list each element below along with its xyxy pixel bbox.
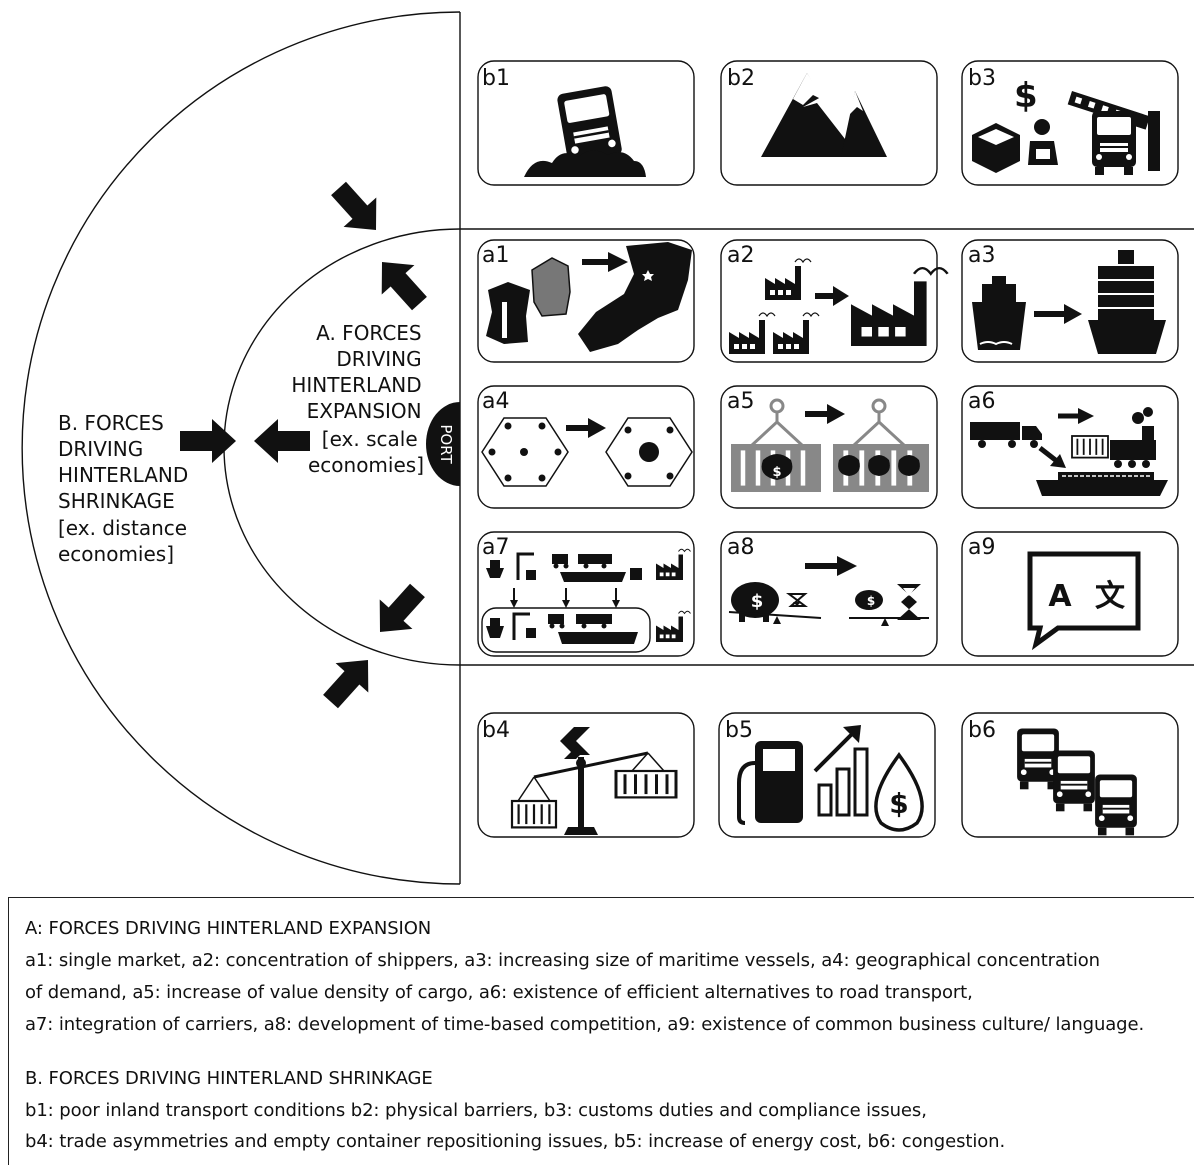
legend-a-title: A: FORCES DRIVING HINTERLAND EXPANSION — [25, 918, 432, 939]
arrow-a-outward-middle — [254, 419, 310, 463]
card-label: a3 — [968, 243, 995, 268]
single-market-map-icon — [486, 242, 692, 352]
cjk-glyph: 文 — [1095, 579, 1125, 614]
card-label: a2 — [727, 243, 754, 268]
legend-a-line: of demand, a5: increase of value density… — [25, 982, 973, 1003]
card-label: a6 — [968, 389, 995, 414]
arrow-b-inward-top — [322, 173, 393, 245]
card-label: b2 — [727, 66, 755, 91]
force-b-line: DRIVING — [58, 437, 143, 461]
card-a5: a5 $ — [720, 385, 938, 509]
transport-chain-bottom — [486, 612, 638, 644]
demand-concentration-icon — [481, 417, 693, 487]
dollar-sign: $ — [867, 594, 875, 608]
force-a-line: [ex. scale — [322, 427, 418, 451]
card-label: b4 — [482, 718, 510, 743]
card-a8: a8 $ $ — [720, 531, 938, 657]
card-a1: a1 — [477, 239, 695, 363]
legend-panel: A: FORCES DRIVING HINTERLAND EXPANSION a… — [8, 897, 1194, 1165]
card-label: a9 — [968, 535, 995, 560]
force-b-line: economies] — [58, 542, 174, 566]
card-label: b3 — [968, 66, 996, 91]
carrier-integration-icon — [481, 548, 691, 653]
card-label: a4 — [482, 389, 509, 414]
card-label: b5 — [725, 718, 753, 743]
arrow-a-outward-top — [365, 247, 436, 319]
force-a-line: A. FORCES — [316, 321, 422, 345]
force-a-line: HINTERLAND — [291, 373, 421, 397]
legend-b-line: b1: poor inland transport conditions b2:… — [25, 1100, 927, 1121]
truck-on-rough-road-icon — [524, 84, 646, 177]
energy-cost-icon: $ — [737, 725, 924, 832]
legend-a-line: a7: integration of carriers, a8: develop… — [25, 1014, 1145, 1035]
force-a-label: A. FORCES DRIVING HINTERLAND EXPANSION [… — [291, 321, 428, 477]
card-a7: a7 — [477, 531, 695, 657]
arrow-b-inward-bottom — [314, 645, 385, 717]
mountains-icon — [761, 73, 887, 157]
legend-a-line: a1: single market, a2: concentration of … — [25, 950, 1100, 971]
card-b5: b5 $ — [718, 712, 936, 838]
transport-chain-top — [486, 548, 691, 582]
latin-glyph: A — [1048, 579, 1072, 614]
ship-size-icon — [972, 250, 1166, 354]
port-marker: PORT — [426, 402, 460, 486]
card-label: a5 — [727, 389, 754, 414]
card-b4: b4 — [477, 712, 695, 838]
card-a2: a2 — [720, 239, 949, 363]
legend-b-title: B. FORCES DRIVING HINTERLAND SHRINKAGE — [25, 1068, 433, 1089]
force-a-line: EXPANSION — [307, 399, 422, 423]
card-label: a1 — [482, 243, 509, 268]
card-a3: a3 — [961, 239, 1179, 363]
arrow-b-inward-middle — [180, 419, 236, 463]
dollar-sign: $ — [889, 787, 908, 820]
card-b6: b6 — [961, 712, 1179, 838]
trade-asymmetry-icon — [510, 727, 678, 835]
force-b-line: SHRINKAGE — [58, 489, 175, 513]
customs-icon: $ — [972, 76, 1160, 176]
card-b1: b1 — [477, 60, 695, 186]
force-b-line: [ex. distance — [58, 516, 187, 540]
force-b-line: HINTERLAND — [58, 463, 188, 487]
force-b-line: B. FORCES — [58, 411, 164, 435]
card-a9: a9 A 文 — [961, 531, 1179, 657]
arrow-a-outward-bottom — [363, 575, 434, 647]
card-label: b6 — [968, 718, 996, 743]
card-label: a8 — [727, 535, 754, 560]
force-a-line: DRIVING — [336, 347, 421, 371]
card-b2: b2 — [720, 60, 938, 186]
factory-concentration-icon — [728, 258, 949, 355]
dollar-sign: $ — [772, 465, 781, 480]
time-competition-icon: $ $ — [728, 556, 929, 626]
legend-b-line: b4: trade asymmetries and empty containe… — [25, 1131, 1006, 1152]
card-label: a7 — [482, 535, 509, 560]
container-value-icon: $ — [731, 398, 929, 492]
outer-semicircle — [21, 11, 461, 885]
force-a-line: economies] — [308, 453, 424, 477]
language-icon: A 文 — [1027, 551, 1141, 651]
force-b-label: B. FORCES DRIVING HINTERLAND SHRINKAGE [… — [58, 411, 195, 566]
hinterland-forces-diagram: PORT A. FORCES DRIVING HINTERLAND EXPANS… — [21, 11, 1194, 885]
card-a6: a6 — [961, 385, 1179, 509]
dollar-sign: $ — [1014, 76, 1038, 116]
card-b3: b3 $ — [961, 60, 1179, 186]
card-label: b1 — [482, 66, 510, 91]
transport-alternatives-icon — [970, 407, 1168, 496]
card-a4: a4 — [477, 385, 695, 509]
dollar-sign: $ — [751, 591, 764, 612]
port-label: PORT — [437, 424, 455, 464]
